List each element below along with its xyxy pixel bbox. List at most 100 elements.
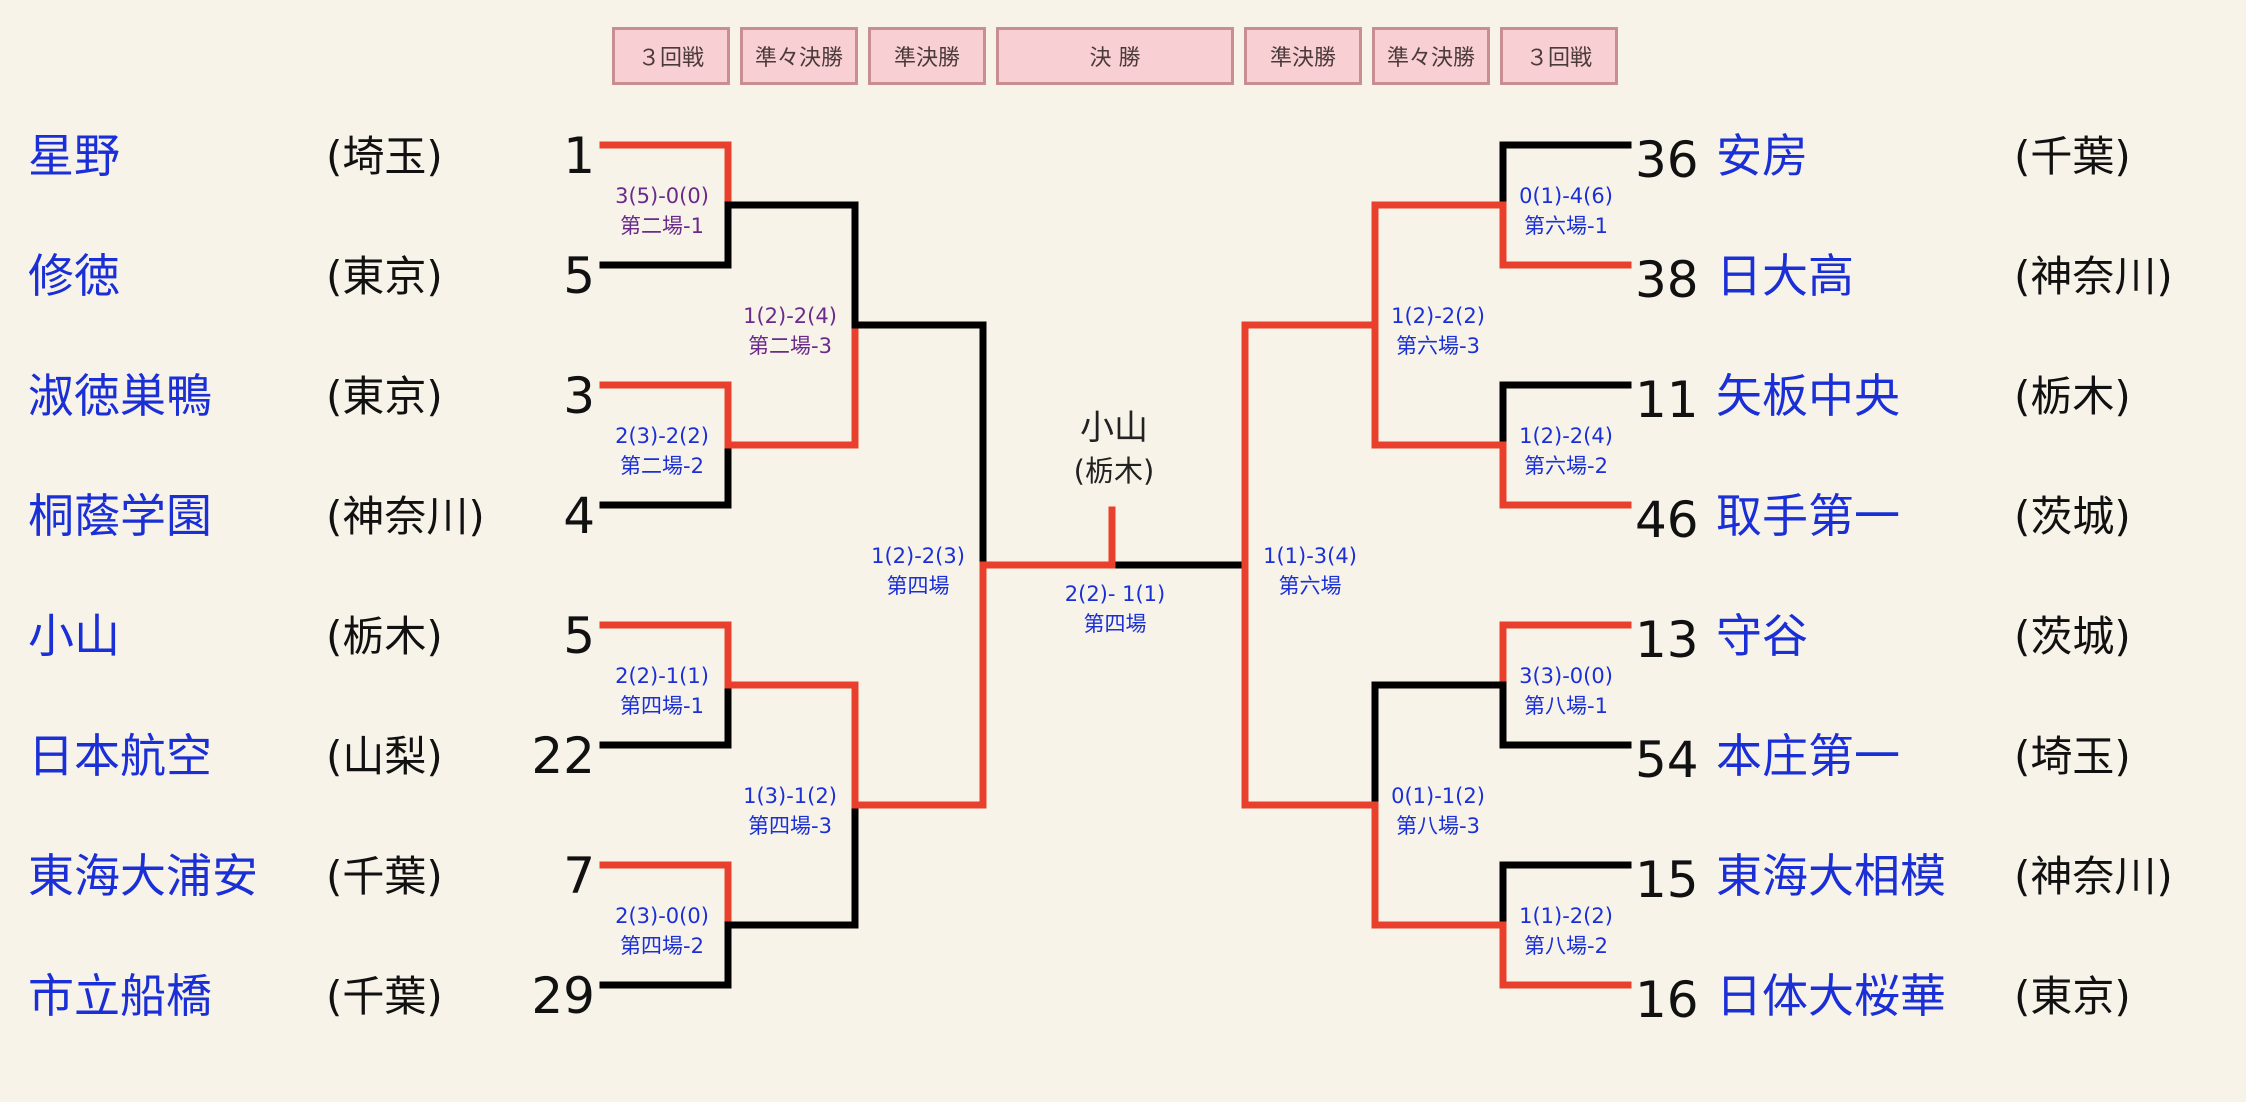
team-name[interactable]: 本庄第一 <box>1716 729 1900 783</box>
team-seed: 5 <box>563 247 595 305</box>
bracket-line <box>1499 381 1632 449</box>
match-score: 1(2)-2(2) <box>1391 304 1485 328</box>
match-result[interactable]: 2(3)-0(0) 第四場-2 <box>615 901 709 961</box>
match-venue: 第六場 <box>1278 574 1342 598</box>
round-button-right-qf[interactable]: 準々決勝 <box>1372 27 1490 85</box>
match-venue: 第二場-1 <box>620 214 704 238</box>
team-name[interactable]: 守谷 <box>1716 609 1808 663</box>
round-button-left-sf[interactable]: 準決勝 <box>868 27 986 85</box>
team-seed: 46 <box>1635 491 1699 549</box>
match-result-final[interactable]: 2(2)- 1(1) 第四場 <box>1065 579 1165 639</box>
match-result[interactable]: 1(2)-2(2) 第六場-3 <box>1391 301 1485 361</box>
match-result[interactable]: 2(3)-2(2) 第二場-2 <box>615 421 709 481</box>
match-venue: 第二場-2 <box>620 454 704 478</box>
match-score: 2(2)- 1(1) <box>1064 582 1166 606</box>
bracket-line <box>1371 321 1507 449</box>
team-name[interactable]: 東海大相模 <box>1716 849 1946 903</box>
bracket-line <box>599 621 732 689</box>
match-result[interactable]: 1(2)-2(4) 第二場-3 <box>743 301 837 361</box>
team-seed: 4 <box>563 487 595 545</box>
match-score: 1(3)-1(2) <box>743 784 837 808</box>
match-result[interactable]: 1(2)-2(3) 第四場 <box>871 541 965 601</box>
match-result[interactable]: 2(2)-1(1) 第四場-1 <box>615 661 709 721</box>
bracket-line <box>1371 801 1507 929</box>
match-score: 2(2)-1(1) <box>615 664 709 688</box>
match-result[interactable]: 3(5)-0(0) 第二場-1 <box>615 181 709 241</box>
team-seed: 15 <box>1635 851 1699 909</box>
match-score: 1(1)-3(4) <box>1263 544 1357 568</box>
team-name[interactable]: 淑徳巣鴨 <box>28 369 212 423</box>
round-button-left-r3[interactable]: ３回戦 <box>612 27 730 85</box>
team-name[interactable]: 修徳 <box>28 249 120 303</box>
team-prefecture: (千葉) <box>2014 132 2131 181</box>
match-score: 0(1)-1(2) <box>1391 784 1485 808</box>
team-seed: 5 <box>563 607 595 665</box>
match-venue: 第四場 <box>886 574 950 598</box>
team-seed: 22 <box>531 727 595 785</box>
team-prefecture: (千葉) <box>326 972 443 1021</box>
match-venue: 第八場-3 <box>1396 814 1480 838</box>
bracket-line <box>599 681 732 749</box>
match-result[interactable]: 1(1)-2(2) 第八場-2 <box>1519 901 1613 961</box>
round-button-right-sf[interactable]: 準決勝 <box>1244 27 1362 85</box>
round-button-left-qf[interactable]: 準々決勝 <box>740 27 858 85</box>
team-name[interactable]: 日本航空 <box>28 729 212 783</box>
champion: 小山 (栃木) <box>1074 408 1155 494</box>
team-name[interactable]: 日体大桜華 <box>1716 969 1946 1023</box>
team-prefecture: (東京) <box>326 252 443 301</box>
team-seed: 29 <box>531 967 595 1025</box>
bracket-line <box>724 681 859 809</box>
team-prefecture: (山梨) <box>326 732 443 781</box>
team-seed: 54 <box>1635 731 1699 789</box>
round-button-final[interactable]: 決 勝 <box>996 27 1234 85</box>
team-name[interactable]: 桐蔭学園 <box>28 489 212 543</box>
match-result[interactable]: 1(3)-1(2) 第四場-3 <box>743 781 837 841</box>
team-seed: 7 <box>563 847 595 905</box>
bracket-line <box>1499 681 1632 749</box>
team-name[interactable]: 星野 <box>28 129 120 183</box>
bracket-line <box>1499 201 1632 269</box>
match-venue: 第八場-2 <box>1524 934 1608 958</box>
team-seed: 13 <box>1635 611 1699 669</box>
bracket-line <box>599 201 732 269</box>
team-name[interactable]: 市立船橋 <box>28 969 212 1023</box>
champion-name: 小山 <box>1079 408 1148 448</box>
team-name[interactable]: 取手第一 <box>1716 489 1900 543</box>
team-seed: 3 <box>563 367 595 425</box>
team-prefecture: (茨城) <box>2014 612 2131 661</box>
bracket-line <box>724 321 859 449</box>
team-prefecture: (神奈川) <box>2014 852 2173 901</box>
bracket-line <box>1499 621 1632 689</box>
team-name[interactable]: 東海大浦安 <box>28 849 258 903</box>
match-score: 3(3)-0(0) <box>1519 664 1613 688</box>
match-venue: 第六場-3 <box>1396 334 1480 358</box>
match-venue: 第四場 <box>1083 612 1147 636</box>
bracket-line <box>599 141 732 209</box>
team-prefecture: (埼玉) <box>326 132 443 181</box>
team-prefecture: (栃木) <box>2014 372 2131 421</box>
match-result[interactable]: 1(2)-2(4) 第六場-2 <box>1519 421 1613 481</box>
bracket-line <box>724 801 859 929</box>
match-score: 0(1)-4(6) <box>1519 184 1613 208</box>
match-score: 1(1)-2(2) <box>1519 904 1613 928</box>
bracket-line <box>599 861 732 929</box>
match-result[interactable]: 3(3)-0(0) 第八場-1 <box>1519 661 1613 721</box>
team-name[interactable]: 日大高 <box>1716 249 1854 303</box>
team-name[interactable]: 小山 <box>28 609 120 663</box>
team-seed: 1 <box>563 127 595 185</box>
team-prefecture: (茨城) <box>2014 492 2131 541</box>
match-venue: 第二場-3 <box>748 334 832 358</box>
team-name[interactable]: 矢板中央 <box>1716 369 1900 423</box>
match-result[interactable]: 1(1)-3(4) 第六場 <box>1263 541 1357 601</box>
team-prefecture: (栃木) <box>326 612 443 661</box>
team-seed: 11 <box>1635 371 1699 429</box>
team-name[interactable]: 安房 <box>1716 129 1808 183</box>
match-result[interactable]: 0(1)-4(6) 第六場-1 <box>1519 181 1613 241</box>
bracket-line <box>599 381 732 449</box>
round-button-right-r3[interactable]: ３回戦 <box>1500 27 1618 85</box>
bracket-line <box>1499 141 1632 209</box>
team-seed: 38 <box>1635 251 1699 309</box>
team-prefecture: (埼玉) <box>2014 732 2131 781</box>
match-result[interactable]: 0(1)-1(2) 第八場-3 <box>1391 781 1485 841</box>
